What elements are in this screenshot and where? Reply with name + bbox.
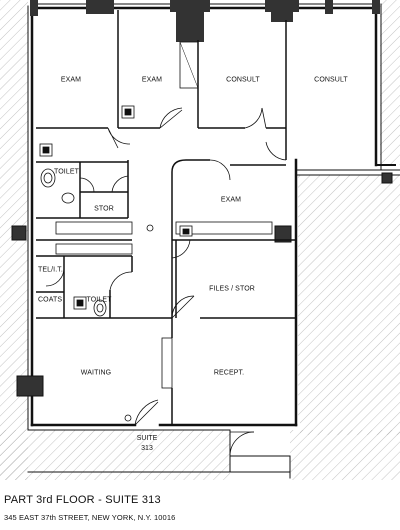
room-label-exam: EXAM — [60, 76, 82, 84]
room-label-recept: RECEPT. — [213, 369, 245, 377]
room-label-exam: EXAM — [141, 76, 163, 84]
room-label-toilet: TOILET — [54, 168, 79, 176]
columns — [11, 172, 393, 397]
room-label-consult: CONSULT — [226, 76, 260, 84]
room-label-consult: CONSULT — [314, 76, 348, 84]
room-label-waiting: WAITING — [80, 369, 112, 377]
room-label-stor: STOR — [94, 205, 114, 213]
fixtures — [39, 105, 193, 422]
room-label-toilet: TOILET — [86, 296, 112, 304]
interior-walls — [36, 10, 296, 457]
suite-label: SUITE — [136, 435, 158, 442]
room-label-exam: EXAM — [220, 196, 242, 204]
room-label-files-stor: FILES / STOR — [209, 285, 255, 293]
plan-address: 345 EAST 37th STREET, NEW YORK, N.Y. 100… — [4, 513, 176, 522]
room-label-coats: COATS — [38, 296, 63, 304]
room-label-tel-it: TEL/I.T. — [38, 266, 63, 274]
exterior-hatch — [0, 0, 400, 480]
suite-entry-label: SUITE 313 — [137, 434, 158, 454]
window-bays — [30, 0, 380, 42]
plan-title: PART 3rd FLOOR - SUITE 313 — [4, 494, 161, 506]
suite-number: 313 — [141, 445, 153, 452]
